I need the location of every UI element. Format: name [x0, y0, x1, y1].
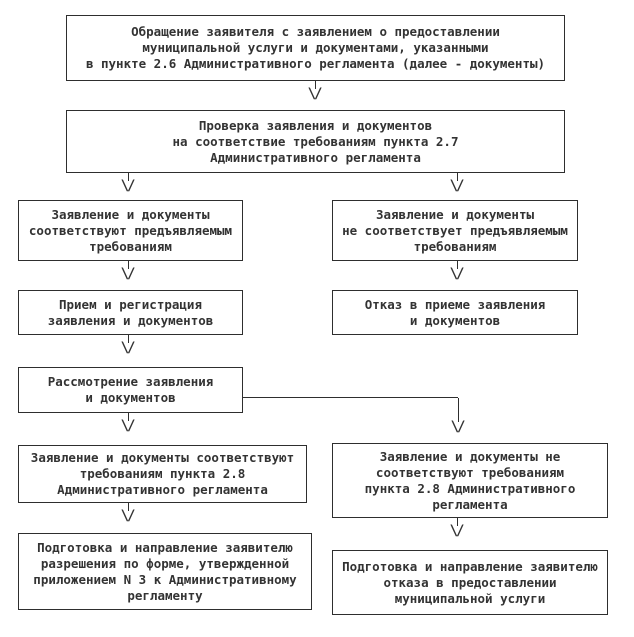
- arrow-stem: [314, 81, 316, 89]
- flow-node-accept-register: Прием и регистрация заявления и документ…: [18, 290, 243, 335]
- flow-node-refuse-acceptance: Отказ в приеме заявления и документов: [332, 290, 578, 335]
- arrow-stem: [127, 335, 129, 343]
- arrow-stem: [456, 518, 458, 526]
- flow-arrow-down: \/: [444, 173, 470, 193]
- arrow-stem: [127, 413, 129, 421]
- flow-arrow-down: \/: [444, 518, 470, 538]
- arrow-down-icon: \/: [120, 266, 136, 282]
- flow-arrow-down: \/: [302, 81, 328, 101]
- arrow-stem: [457, 398, 459, 422]
- arrow-stem: [456, 173, 458, 181]
- flow-node-not-comply: Заявление и документы не соответствует п…: [332, 200, 578, 261]
- arrow-stem: [127, 503, 129, 511]
- flow-node-application: Обращение заявителя с заявлением о предо…: [66, 15, 565, 81]
- arrow-stem: [456, 261, 458, 269]
- arrow-down-icon: \/: [307, 86, 323, 102]
- arrow-down-icon: \/: [450, 419, 466, 435]
- arrow-down-icon: \/: [120, 508, 136, 524]
- arrow-down-icon: \/: [120, 340, 136, 356]
- arrow-down-icon: \/: [449, 266, 465, 282]
- arrow-down-icon: \/: [449, 178, 465, 194]
- flow-node-comply-2-8: Заявление и документы соответствуют треб…: [18, 445, 307, 503]
- flow-node-not-comply-2-8: Заявление и документы не соответствуют т…: [332, 443, 608, 518]
- flow-arrow-down: \/: [115, 261, 141, 281]
- flow-arrow-down: \/: [444, 261, 470, 281]
- flow-arrow-down: \/: [445, 398, 471, 434]
- flow-arrow-down: \/: [115, 503, 141, 523]
- arrow-stem: [127, 173, 129, 181]
- arrow-down-icon: \/: [449, 523, 465, 539]
- flow-arrow-down: \/: [115, 413, 141, 433]
- connector-line: [243, 397, 458, 398]
- flow-node-issue-permit: Подготовка и направление заявителю разре…: [18, 533, 312, 610]
- flow-node-comply: Заявление и документы соответствуют пред…: [18, 200, 243, 261]
- arrow-stem: [127, 261, 129, 269]
- flow-arrow-down: \/: [115, 335, 141, 355]
- flow-node-check-2-7: Проверка заявления и документов на соотв…: [66, 110, 565, 173]
- flow-node-issue-refusal: Подготовка и направление заявителю отказ…: [332, 550, 608, 615]
- flow-node-review: Рассмотрение заявления и документов: [18, 367, 243, 413]
- flow-arrow-down: \/: [115, 173, 141, 193]
- arrow-down-icon: \/: [120, 178, 136, 194]
- arrow-down-icon: \/: [120, 418, 136, 434]
